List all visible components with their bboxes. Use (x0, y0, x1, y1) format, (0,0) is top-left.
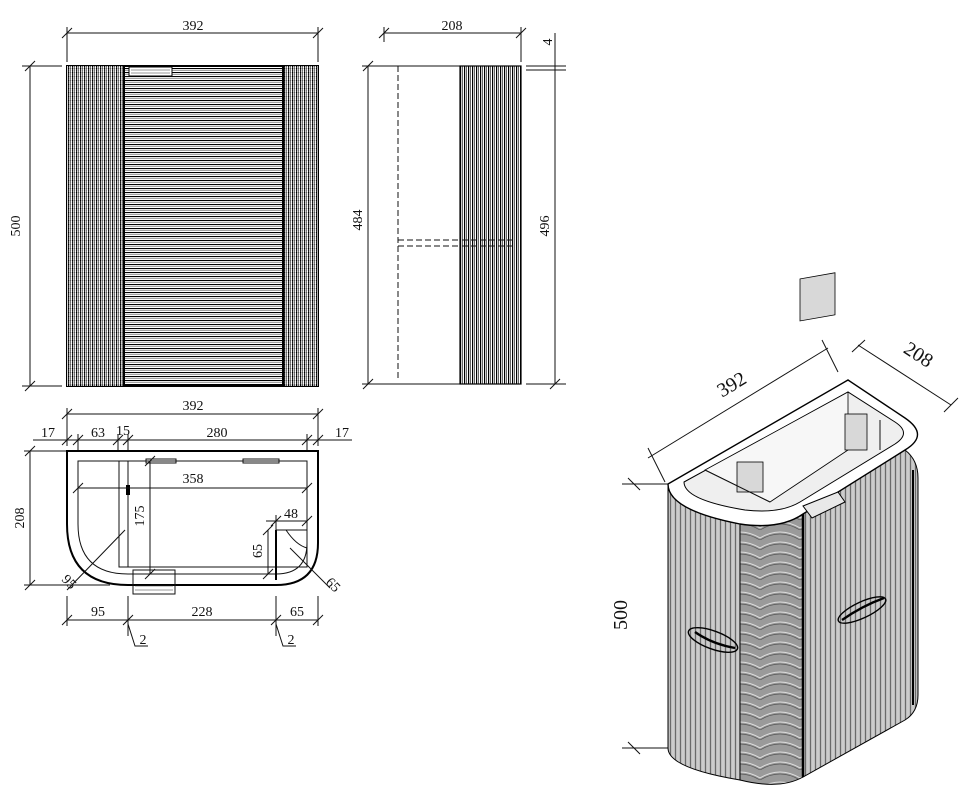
plan-seg-15-label: 15 (116, 424, 130, 439)
plan-seg-63-label: 63 (91, 426, 105, 441)
plan-small-65-label: 65 (251, 544, 266, 558)
iso-height-label: 500 (610, 600, 632, 630)
plan-view: 392 17 63 15 280 17 208 (13, 399, 352, 648)
plan-depth-label: 208 (13, 508, 28, 529)
plan-inner-358-label: 358 (183, 472, 204, 487)
side-slat-panel (459, 65, 522, 385)
side-top-offset-label: 4 (541, 39, 556, 46)
plan-bottom-65-label: 65 (290, 605, 304, 620)
plan-gap-left-label: 2 (140, 633, 147, 648)
plan-gap-right-label: 2 (288, 633, 295, 648)
plan-seg-280-label: 280 (207, 426, 228, 441)
side-view: 208 4 484 496 (351, 19, 566, 390)
plan-radius-65-label: 65 (322, 575, 343, 596)
side-depth-label: 208 (442, 19, 463, 34)
plan-left-edge-label: 17 (41, 426, 55, 441)
side-inner-height-label: 484 (351, 210, 366, 231)
plan-outline (66, 450, 319, 586)
iso-right-face (802, 449, 919, 778)
plan-small-48-label: 48 (284, 507, 298, 522)
plan-total-width-label: 392 (183, 399, 204, 414)
iso-left-front-face (667, 483, 741, 781)
front-width-label: 392 (183, 19, 204, 34)
iso-curved-front-face (739, 513, 804, 785)
front-view: 392 500 (9, 19, 324, 392)
brand-logo-right (837, 596, 887, 624)
plan-inner-depth-label: 175 (133, 506, 148, 527)
iso-depth-label: 208 (900, 338, 937, 373)
plan-radius-95-label: 95 (58, 572, 79, 593)
isometric-view: 392 208 500 (610, 272, 959, 785)
front-height-label: 500 (9, 216, 24, 237)
iso-width-label: 392 (713, 368, 750, 402)
plan-bottom-95-label: 95 (91, 605, 105, 620)
plan-bottom-228-label: 228 (192, 605, 213, 620)
plan-right-edge-label: 17 (335, 426, 349, 441)
brand-logo-left (687, 627, 739, 653)
side-outer-height-label: 496 (538, 216, 553, 237)
